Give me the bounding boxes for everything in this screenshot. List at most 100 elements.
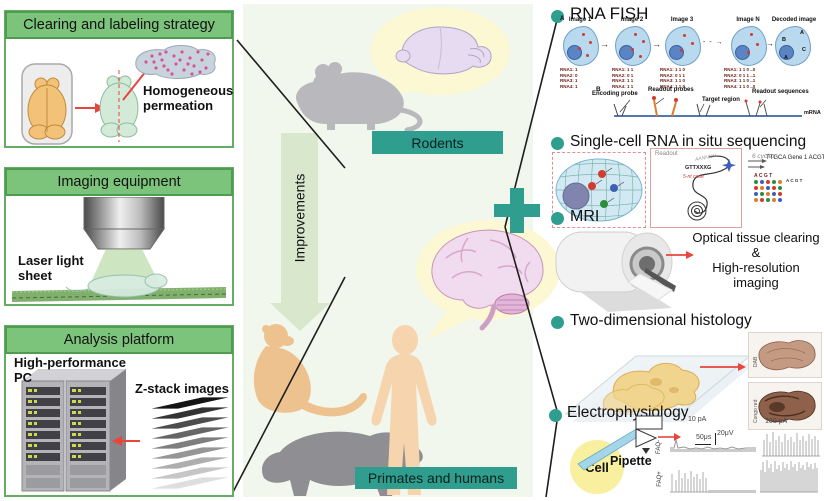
decoded-letter: A [800,30,804,36]
faq-pos-label: FAQ+ [656,471,663,487]
sample-mouse-icon [65,273,168,298]
arrow-icon: → [766,39,774,48]
image3-label: Image 3 [670,17,694,23]
acgt-header: A C G T [754,173,773,179]
scale-50us-label: 50μs [696,434,712,441]
laser-light-sheet-label: Laser light sheet [18,253,84,283]
rnafish-title: RNA FISH [570,4,649,23]
lightsheet-illustration [11,197,227,302]
server-towers-icon [21,369,126,492]
target-region-label: Target region [702,97,740,103]
homogeneous-permeation-label: Homogeneous permeation [143,83,234,113]
sequencing-title: Single-cell RNA in situ sequencing [570,133,807,150]
labeled-tissue-icon [135,45,216,79]
server-zstack-illustration [21,369,232,492]
objective-lens-icon [83,197,165,250]
red-arrow-icon [666,251,694,259]
brain-in-vial-icon [27,77,67,140]
human-silhouette [371,325,437,495]
improvements-arrow: Improvements [281,133,318,303]
scale-20uv-label: 20μV [717,430,734,437]
stained-section-icon [758,390,816,423]
ephys-illustration: Cell Pipette 10 pA 50μs 20μV 100 pA FAQ-… [548,404,824,501]
rodents-label: Rodents [411,134,464,151]
high-performance-pc-label: High-performance PC [14,355,126,385]
imageN-label: Image N [736,17,760,23]
pipette-label: Pipette [610,454,652,468]
red-arrow-icon [700,363,746,371]
dashed-arrow-icon: - - → [703,39,724,46]
mri-bullet-icon [551,212,564,225]
rnafish-bullet-icon [551,10,564,23]
trace-faqpos-10pa [670,470,756,493]
rna-code-image1: RNA1: 1 RNA2: 0 RNA3: 1 RNA4: 1 [560,67,578,89]
trace-faqneg-10pa [670,439,756,452]
arrow-icon: → [652,39,661,49]
trace-100pa-top [762,432,820,457]
cell-image1 [563,26,599,66]
amplifier-icon [635,415,681,454]
arrow-icon: → [600,39,609,49]
gene-list: TTGCA Gene 1 ACGTT Gene 2 ---- GTACT Gen… [766,155,824,161]
panel-clearing-title: Clearing and labeling strategy [23,17,215,33]
stained-section-icon [758,340,816,371]
six-cycles-label: 6 cycles [752,153,776,160]
probe-diagram [613,96,802,117]
histology-title: Two-dimensional histology [570,312,752,329]
stain-label-top: DAB [753,356,759,367]
faq-neg-label: FAQ- [656,439,663,455]
panel-b-label: B [596,86,601,93]
mri-result-line2: & [751,245,761,260]
cell-decoded: A B C A [775,26,811,66]
trace-100pa-bottom [760,460,818,493]
primates-label: Primates and humans [367,470,505,486]
panel-imaging-header: Imaging equipment [5,168,233,196]
panel-analysis-header: Analysis platform [5,326,233,354]
decoded-letter: B [782,37,786,43]
panel-analysis-title: Analysis platform [63,332,175,348]
histology-image-bottom: Congo red [748,382,822,430]
mri-result-line3: High-resolution imaging [712,260,800,290]
decoded-letter: A [784,55,788,61]
cell-outline-box [552,152,646,228]
image1-label: Image 1 [568,17,592,23]
rolony-icon [687,155,736,221]
histology-illustration: DAB Congo red [548,330,824,432]
zstack-images-label: Z-stack images [135,381,229,396]
histology-bullet-icon [551,316,564,329]
base-call-matrix-icon [754,180,782,202]
five-nt-code-label: 5-nt code [683,174,704,180]
panel-clearing-labeling: Clearing and labeling strategy [4,10,234,148]
clearing-illustration [21,45,216,145]
mouse-silhouette [295,62,423,133]
rna-code-imageN: RNA1: 1 1 0 ..0 RNA2: 0 1 1 ..1 RNA3: 1 … [724,67,756,89]
panel-imaging-equipment: Imaging equipment [4,167,234,306]
rna-code-image2: RNA1: 1 1 RNA2: 0 1 RNA3: 1 1 RNA4: 1 1 [612,67,634,89]
amplitude-scalebar-icon [715,433,716,445]
decoded-letter: C [802,47,806,53]
mri-title: MRI [570,208,600,225]
mri-scanner-icon [555,231,676,312]
mri-illustration: Optical tissue clearing & High-resolutio… [548,226,824,314]
cycle-arrows-icon [748,159,767,169]
cell-image2 [615,26,651,66]
sequencing-bullet-icon [551,137,564,150]
seq-gttxxxg-label: GTTXXXG [685,165,712,171]
monkey-silhouette [253,324,367,417]
zstack-sheets-icon [147,396,232,490]
cleared-brain-icon [99,70,139,142]
red-arrow-left-icon [112,436,140,446]
readout-sequences-label: Readout sequences [752,89,809,95]
scale-10pa-label: 10 pA [688,416,707,423]
image2-label: Image 2 [620,17,644,23]
primates-label-box: Primates and humans [355,467,517,489]
scale-100pa-label: 100 pA [765,418,788,425]
cell-image3 [665,26,701,66]
plus-icon [494,188,540,233]
sequencing-illustration: Readout AANNNN GTTXXXG 5-nt code 6 cycle… [552,146,824,230]
histology-image-top: DAB [748,332,822,378]
rodent-brain-balloon [370,7,510,99]
cell-imageN [731,26,767,66]
encoding-probe-label: Encoding probe [592,91,638,97]
